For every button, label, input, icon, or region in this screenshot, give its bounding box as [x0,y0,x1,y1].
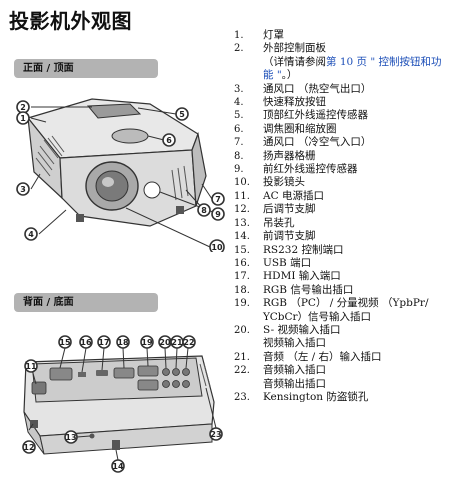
callout-label: 11 [25,362,37,371]
part-label: 通风口 （冷空气入口） [263,136,372,149]
part-label: 后调节支脚 [263,203,316,216]
list-item: 21.音频 （左 / 右）输入插口 [234,350,382,363]
part-label: 扬声器格栅 [263,149,316,162]
list-item: 18.RGB 信号输出插口 [234,283,354,296]
callout-label: 4 [28,230,34,239]
list-item: 1.灯罩 [234,29,284,41]
projector-body-front [26,98,207,227]
callout-label: 2 [20,103,26,112]
list-item: 15.RS232 控制端口 [234,243,344,256]
callout-label: 16 [80,338,92,347]
list-item: 6.调焦圈和缩放圈 [234,122,337,135]
page-reference-link[interactable]: 第 10 页 " 控制按钮和功能 " [263,55,442,82]
callout-label: 18 [117,338,129,347]
part-label: 吊装孔 [263,216,295,229]
part-label: 音频 （左 / 右）输入插口 [263,350,382,363]
part-label: 通风口 （热空气出口） [263,82,372,95]
part-label: 投影镜头 [263,176,305,189]
list-item: 5.顶部红外线遥控传感器 [234,109,368,122]
part-label: 灯罩 [263,29,284,41]
section-header-back: 背面 / 底面 [14,293,158,312]
callout-label: 19 [141,338,153,347]
callout-label: 22 [183,338,194,347]
callout-label: 8 [201,206,207,215]
list-item: 23.Kensington 防盗锁孔 [234,390,369,403]
list-item: 13.吊装孔 [234,216,295,229]
callout-label: 17 [98,338,109,347]
callout-label: 13 [65,433,76,442]
part-label: 调焦圈和缩放圈 [263,122,337,135]
list-item: 9.前红外线遥控传感器 [234,163,358,176]
list-item: 19.RGB （PC） / 分量视频 （YpbPr/YCbCr）信号输入插口 [230,297,452,324]
list-item: 3.通风口 （热空气出口） [234,82,372,95]
list-item: 12.后调节支脚 [234,203,316,216]
list-item: 4.快速释放按钮 [234,96,326,109]
callout-label: 15 [59,338,71,347]
callout-label: 21 [171,338,183,347]
callout-label: 9 [215,210,221,219]
list-item: 17.HDMI 输入端口 [234,270,341,283]
part-label: 前红外线遥控传感器 [263,163,358,176]
list-item: 8.扬声器格栅 [234,149,316,162]
callout-label: 23 [210,430,221,439]
callout-label: 12 [23,443,34,452]
list-item: 20.S- 视频输入插口视频输入插口 [230,324,452,351]
parts-list: 1.灯罩 2.外部控制面板（详情请参阅第 10 页 " 控制按钮和功能 "。） … [230,29,452,404]
section-header-front: 正面 / 顶面 [14,59,158,78]
callout-label: 7 [215,195,221,204]
part-label: 前调节支脚 [263,230,316,243]
callout-label: 1 [20,114,26,123]
callout-label: 3 [20,185,26,194]
list-item: 22.音频输入插口音频输出插口 [230,364,452,391]
part-label-line2: 视频输入插口 [263,337,326,350]
list-item: 7.通风口 （冷空气入口） [234,136,372,149]
back-projector-diagram: 11 12 13 14 15 16 17 18 19 20 21 22 23 [22,335,223,473]
part-label: USB 端口 [263,256,312,269]
list-item: 16.USB 端口 [234,256,312,269]
callout-label: 6 [166,136,172,145]
front-projector-diagram: 2 1 3 4 5 6 7 8 9 10 [16,98,225,252]
part-note: （详情请参阅第 10 页 " 控制按钮和功能 "。） [263,55,442,82]
part-label: 快速释放按钮 [263,96,326,109]
callout-label: 20 [159,338,171,347]
part-label: RGB （PC） / 分量视频 （YpbPr/ [263,297,429,310]
list-item: 10.投影镜头 [234,176,305,189]
callout-label: 5 [179,110,185,119]
callout-label: 10 [211,243,223,252]
page-title: 投影机外观图 [9,9,132,33]
list-item: 11.AC 电源插口 [234,189,324,202]
part-label: HDMI 输入端口 [263,270,341,283]
callout-label: 14 [112,462,124,471]
part-label: 顶部红外线遥控传感器 [263,109,368,122]
projector-body-back [23,355,215,455]
part-label: 音频输入插口 [263,364,326,377]
part-label: 外部控制面板 [263,42,326,55]
part-label-line2: YCbCr）信号输入插口 [263,310,372,323]
part-label-line2: 音频输出插口 [263,377,326,390]
part-label: AC 电源插口 [263,189,324,202]
part-label: S- 视频输入插口 [263,323,341,336]
part-label: Kensington 防盗锁孔 [263,390,369,403]
part-label: RGB 信号输出插口 [263,283,354,296]
list-item: 2.外部控制面板（详情请参阅第 10 页 " 控制按钮和功能 "。） [230,42,452,82]
list-item: 14.前调节支脚 [234,230,316,243]
part-label: RS232 控制端口 [263,243,344,256]
